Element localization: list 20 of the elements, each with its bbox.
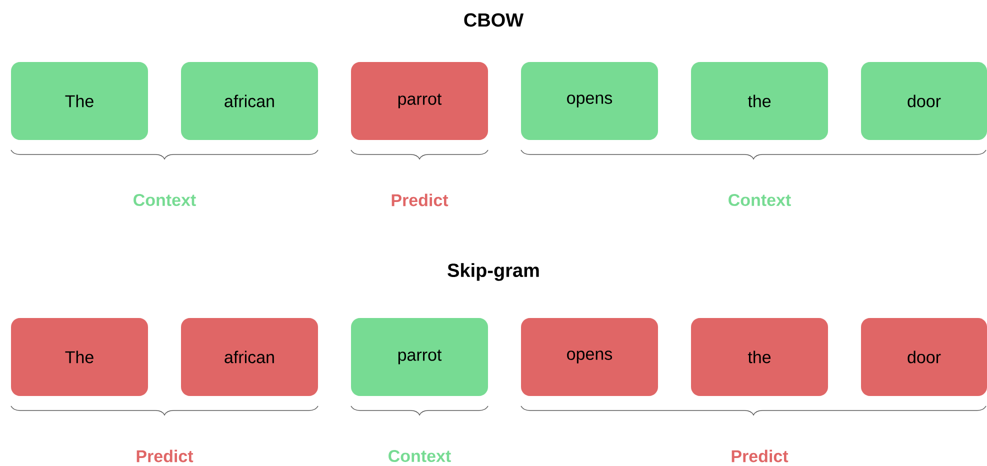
section-heading: Skip-gram [448, 263, 539, 281]
word-box: african [181, 318, 318, 396]
brace-label: Predict [136, 450, 194, 462]
word-box: The [11, 62, 148, 140]
brace-label: Predict [392, 194, 448, 206]
brace-label: Context [388, 450, 451, 462]
word-box: the [691, 62, 828, 140]
word-box: parrot [351, 62, 488, 140]
brace-label: Context [134, 194, 196, 206]
word-box: The [11, 318, 148, 396]
word-box: door [861, 318, 987, 396]
word-box: opens [521, 318, 658, 396]
brace-label: Predict [732, 450, 788, 462]
word-box: african [181, 62, 318, 140]
word-box: the [691, 318, 828, 396]
word-box: opens [521, 62, 658, 140]
word-box: parrot [351, 318, 488, 396]
word-box: door [861, 62, 987, 140]
brace-label: Context [728, 194, 791, 206]
section-heading: CBOW [464, 13, 524, 27]
